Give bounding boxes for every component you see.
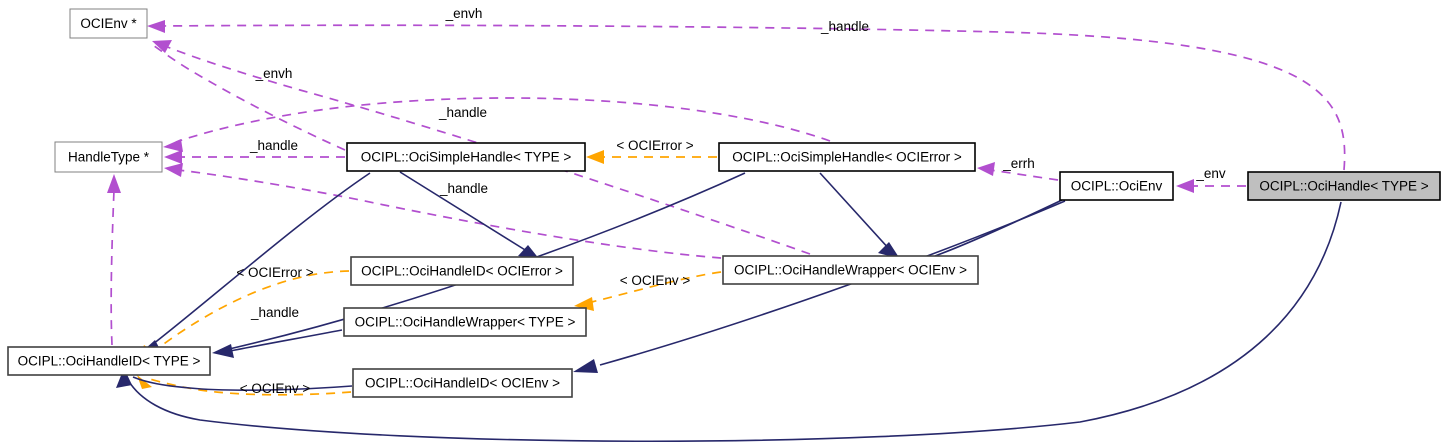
- edge-handleidtype-to-handletype-handle: [110, 189, 115, 346]
- node-ocienv[interactable]: OCIPL::OciEnv: [1059, 171, 1174, 201]
- edge-label-env: _env: [1195, 166, 1226, 181]
- edge-inherit-simplehandleerror-wrapperenv: [819, 172, 891, 251]
- node-label-ocihandlewrapper-ocienv: OCIPL::OciHandleWrapper< OCIEnv >: [734, 263, 967, 278]
- node-ocisimplehandle-type[interactable]: OCIPL::OciSimpleHandle< TYPE >: [346, 142, 586, 172]
- node-box-handletype-ptr[interactable]: [54, 141, 163, 173]
- edge-label-envh-top: _envh: [445, 6, 483, 21]
- edge-label-handle-low: _handle: [250, 305, 299, 320]
- node-ocisimplehandle-ocierror[interactable]: OCIPL::OciSimpleHandle< OCIError >: [718, 142, 976, 172]
- node-ocihandle-type[interactable]: OCIPL::OciHandle< TYPE >: [1247, 171, 1441, 201]
- node-label-ocienv: OCIPL::OciEnv: [1071, 179, 1163, 194]
- arrowhead-inherit-handleidtype-3: [116, 368, 132, 388]
- edge-simplehandletype-to-ocienvptr-envh: [149, 42, 346, 151]
- edge-inherit-ocihandle-handleidtype-sweep: [127, 201, 1342, 443]
- arrowhead-template-handleid-ocienv: [137, 375, 152, 389]
- edge-inherit-simplehandletype-handleidtype: [147, 172, 371, 349]
- arrowhead-template-wrapper-ocienv: [574, 297, 594, 311]
- node-label-ocihandle-type: OCIPL::OciHandle< TYPE >: [1259, 179, 1428, 194]
- node-ocihandleid-ocienv[interactable]: OCIPL::OciHandleID< OCIEnv >: [352, 368, 573, 398]
- edge-label-handle-left: _handle: [249, 138, 298, 153]
- arrowhead-handletype-4: [107, 174, 121, 193]
- node-ocihandlewrapper-ocienv[interactable]: OCIPL::OciHandleWrapper< OCIEnv >: [722, 255, 979, 285]
- node-box-ocihandle-type[interactable]: [1247, 171, 1441, 201]
- edge-ocienv-to-simplehandleerror-errh: [989, 169, 1059, 181]
- inheritance-edges: [116, 171, 1342, 443]
- node-label-ocihandleid-ocierror: OCIPL::OciHandleID< OCIError >: [361, 264, 563, 279]
- arrowhead-ocienvptr-1: [147, 20, 165, 33]
- edge-template-handleid-ocienv: [149, 378, 352, 396]
- node-box-ocihandlewrapper-ocienv[interactable]: [722, 255, 979, 285]
- nodes: OCIEnv * HandleType * OCIPL::OciSimpleHa…: [7, 8, 1441, 398]
- edge-wrapperenv-to-ocienvptr-envh: [164, 45, 811, 255]
- arrowhead-ocienvptr-2: [152, 40, 172, 53]
- arrowhead-ocienv-env: [1176, 179, 1194, 193]
- arrowhead-inherit-handleidenv: [573, 359, 598, 373]
- node-box-ocihandlewrapper-type[interactable]: [343, 307, 587, 337]
- edge-inherit-simplehandletype-handleiderror: [399, 171, 531, 254]
- node-box-ocihandleid-ocienv[interactable]: [352, 368, 573, 398]
- arrowhead-inherit-handleidtype-2: [212, 344, 234, 358]
- edge-label-handle-upper: _handle: [438, 105, 487, 120]
- node-handletype-ptr[interactable]: HandleType *: [54, 141, 163, 173]
- node-box-ocisimplehandle-ocierror[interactable]: [718, 142, 976, 172]
- node-ocihandleid-ocierror[interactable]: OCIPL::OciHandleID< OCIError >: [350, 256, 574, 286]
- node-label-handletype-ptr: HandleType *: [68, 150, 150, 165]
- edge-label-errh: _errh: [1002, 156, 1035, 171]
- node-box-ocihandleid-type[interactable]: [7, 346, 211, 376]
- edge-wrapperenv-to-handletype-handle: [177, 169, 722, 259]
- edge-label-ocienv-low: < OCIEnv >: [240, 381, 311, 396]
- node-ocihandlewrapper-type[interactable]: OCIPL::OciHandleWrapper< TYPE >: [343, 307, 587, 337]
- node-ocienv-ptr[interactable]: OCIEnv *: [69, 8, 148, 39]
- edge-inherit-handleidenv-handleidtype: [132, 376, 353, 391]
- node-label-ocienv-ptr: OCIEnv *: [80, 16, 137, 31]
- edge-label-handle-mid: _handle: [439, 181, 488, 196]
- arrowhead-inherit-wrapperenv: [878, 242, 900, 259]
- edge-label-ocierror-top: < OCIError >: [616, 138, 693, 153]
- node-label-ocihandleid-ocienv: OCIPL::OciHandleID< OCIEnv >: [365, 376, 560, 391]
- edge-inherit-wrappertype-handleidtype: [224, 329, 343, 353]
- node-box-ocienv[interactable]: [1059, 171, 1174, 201]
- arrowhead-handletype-2: [164, 150, 182, 164]
- node-box-ocihandleid-ocierror[interactable]: [350, 256, 574, 286]
- arrowhead-handletype-3: [164, 163, 183, 177]
- edge-label-ocienv-mid: < OCIEnv >: [620, 273, 691, 288]
- node-box-ocisimplehandle-type[interactable]: [346, 142, 586, 172]
- edge-label-envh-mid: _envh: [255, 66, 293, 81]
- edge-label-ocierror-low: < OCIError >: [236, 265, 313, 280]
- arrowhead-simplehandleerror-errh: [977, 162, 995, 176]
- node-label-ocisimplehandle-ocierror: OCIPL::OciSimpleHandle< OCIError >: [732, 150, 962, 165]
- usage-edges: [107, 20, 1346, 346]
- arrowhead-handletype-1: [163, 139, 183, 152]
- node-label-ocihandlewrapper-type: OCIPL::OciHandleWrapper< TYPE >: [355, 315, 576, 330]
- edge-inherit-ocienv-wrapperenv: [934, 199, 1063, 257]
- node-label-ocihandleid-type: OCIPL::OciHandleID< TYPE >: [18, 354, 201, 369]
- edge-label-handle-top: _handle: [820, 19, 869, 34]
- node-ocihandleid-type[interactable]: OCIPL::OciHandleID< TYPE >: [7, 346, 211, 376]
- edge-simplehandleerror-to-handletype: [175, 97, 831, 143]
- node-label-ocisimplehandle-type: OCIPL::OciSimpleHandle< TYPE >: [361, 150, 572, 165]
- arrowhead-template-simplehandle: [586, 150, 604, 164]
- edge-labels: _envh _handle _envh _handle _handle < OC…: [236, 6, 1226, 396]
- edge-template-handleid-ocierror: [147, 270, 350, 357]
- node-box-ocienv-ptr[interactable]: [69, 8, 148, 39]
